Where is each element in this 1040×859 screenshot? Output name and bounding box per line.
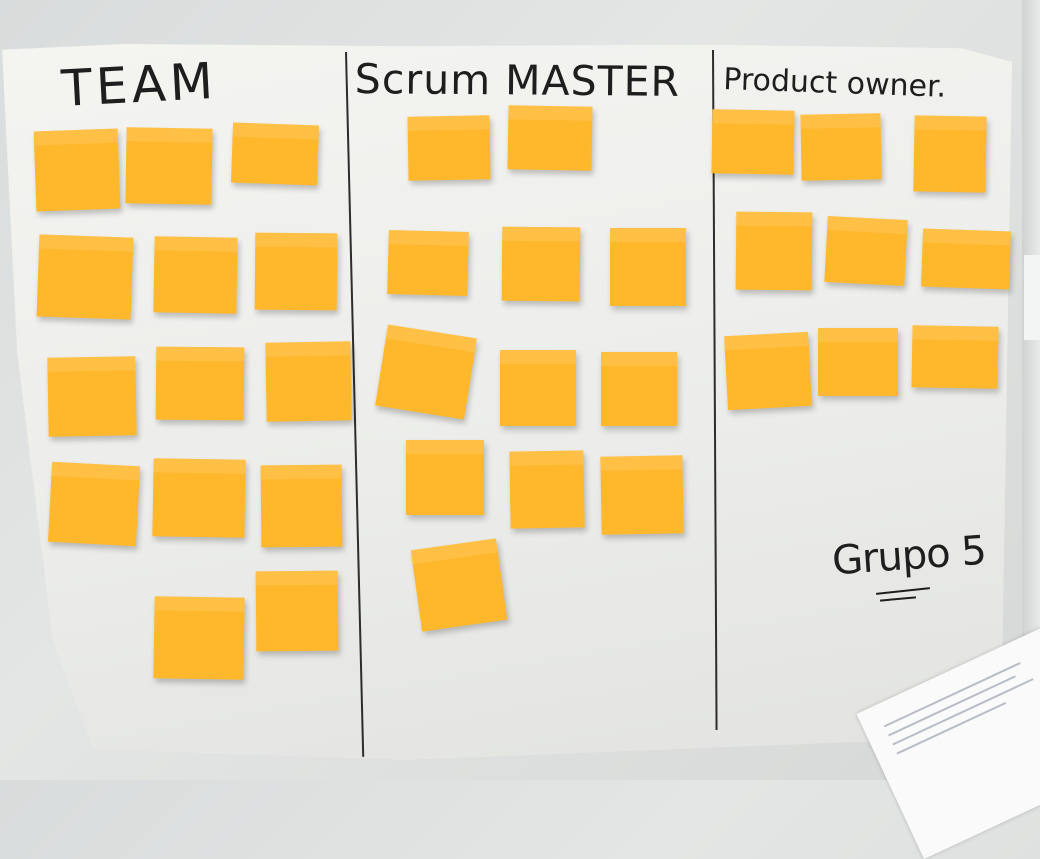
sticky-note [155,346,245,421]
sticky-note [387,229,469,297]
sticky-note [47,356,137,437]
sticky-note [913,115,987,193]
sticky-note [610,228,686,306]
sticky-note [254,232,338,311]
sticky-note [501,226,581,302]
sticky-note [921,228,1011,290]
sticky-note [818,328,898,396]
sticky-note [500,350,576,426]
sticky-note [911,325,999,389]
wall-edge [1022,0,1040,780]
sticky-note [255,570,339,652]
sticky-note [410,538,508,632]
sticky-note [265,341,352,422]
sticky-note [152,458,246,538]
sticky-note [125,127,213,205]
printed-text-line [896,701,1007,755]
sticky-note [724,331,812,411]
sticky-note [824,215,908,287]
sticky-note [800,113,882,181]
sticky-note [47,461,141,547]
sticky-note [509,450,585,529]
sticky-note [601,352,677,426]
sticky-note [407,115,491,181]
sticky-note [33,128,121,212]
sticky-note [153,596,245,680]
sticky-note [735,211,813,291]
sticky-note [711,109,795,175]
sticky-note [375,324,477,420]
sticky-note [406,440,484,515]
sticky-note [600,455,684,535]
wall-panel [1024,255,1040,340]
sticky-note [230,122,320,186]
heading-scrum-master: Scrum MASTER [354,55,681,106]
sticky-note [153,236,238,314]
sticky-note [260,464,343,548]
sticky-note [36,234,134,320]
heading-team: TEAM [60,51,219,118]
sticky-note [507,105,593,171]
